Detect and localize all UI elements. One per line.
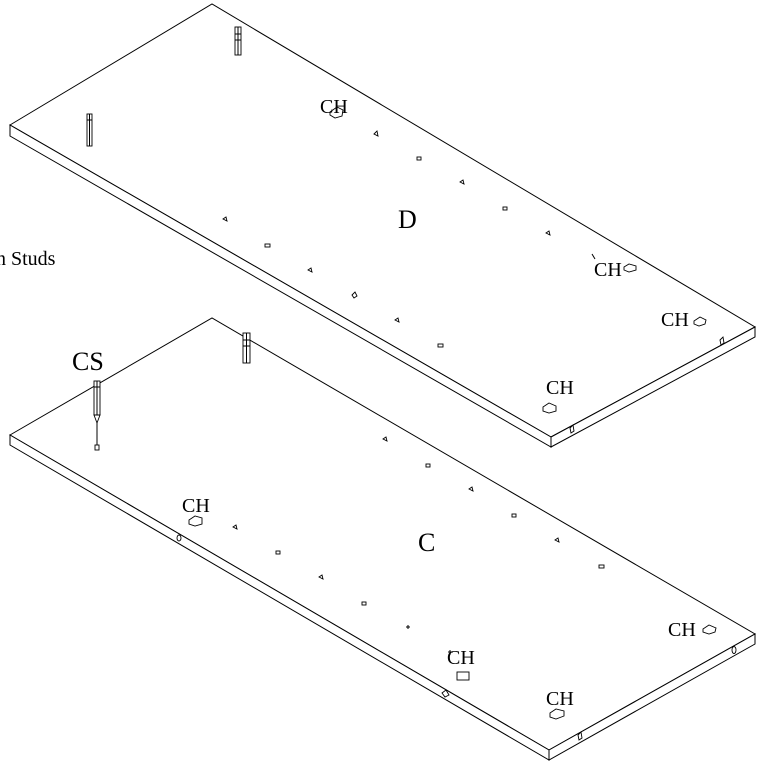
panel-c-cam-hole-3 [456,671,470,681]
panel-c-cam-hole-4 [549,708,565,720]
legend-text: n Studs [0,248,56,270]
panel-c-hole-label-2: CH [668,619,696,641]
panel-c-cam-hole-2 [702,624,717,635]
panel-c-cam-hole-1 [188,515,203,527]
panel-c-stud-2 [93,380,101,451]
panel-d-cam-hole-1 [329,106,344,119]
panel-c: CS CH CH CH CH C [9,317,757,761]
panel-c-small-holes [176,436,737,741]
panel-c-hole-label-1: CH [182,495,210,517]
panel-c-hole-label-4: CH [546,688,574,710]
panel-d-right-edge [550,326,756,448]
panel-c-right-edge [548,633,756,761]
panel-c-stud-label: CS [72,347,104,376]
panel-d-stud-2 [86,113,93,147]
panel-d-cam-hole-4 [542,402,557,414]
panel-d-hole-label-3: CH [661,309,689,331]
panel-c-stud-1 [242,332,251,364]
panel-d-hole-label-4: CH [546,377,574,399]
panel-d-cam-hole-3 [693,316,707,327]
panel-d-letter: D [398,205,417,234]
panel-d-hole-label-2: CH [594,259,622,281]
panel-d-hole-label-1: CH [320,96,348,118]
panel-c-letter: C [418,528,435,557]
panel-d-cam-hole-2 [623,263,637,273]
panel-c-hole-label-3: CH [447,647,475,669]
panel-d-stud-1 [234,26,242,56]
panel-d-small-holes [222,130,725,434]
panel-d: CH CH CH CH D [9,3,757,448]
